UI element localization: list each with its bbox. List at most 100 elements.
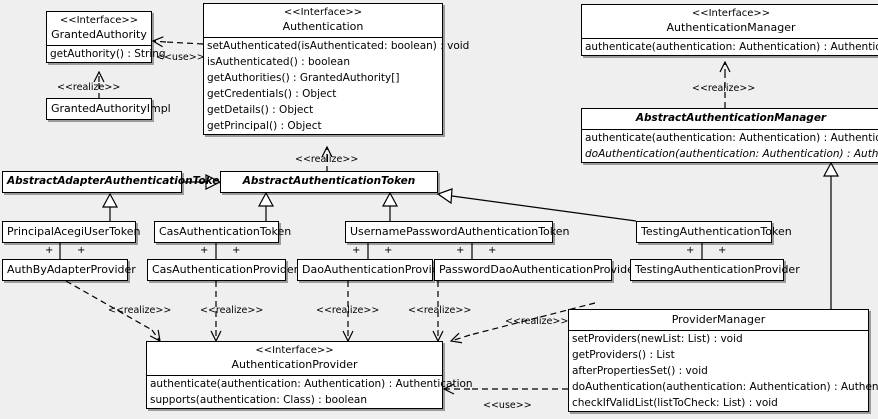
class-password-dao-authentication-provider[interactable]: PasswordDaoAuthenticationProvider	[434, 259, 639, 281]
class-testing-authentication-provider[interactable]: TestingAuthenticationProvider	[630, 259, 800, 281]
class-name: PasswordDaoAuthenticationProvider	[439, 263, 639, 276]
class-header: ProviderManager	[569, 310, 868, 330]
operation: setAuthenticated(isAuthenticated: boolea…	[207, 40, 470, 52]
class-operations: setAuthenticated(isAuthenticated: boolea…	[204, 38, 470, 134]
class-header: <<Interface>> AuthenticationProvider	[147, 342, 442, 375]
class-name: ProviderManager	[671, 313, 766, 326]
operation: supports(authentication: Class) : boolea…	[150, 394, 367, 406]
edge-label-use-authentication-granted-authority: <<use>>	[156, 52, 205, 63]
class-stereotype: <<Interface>>	[255, 345, 334, 356]
class-granted-authority-impl[interactable]: GrantedAuthorityImpl	[46, 98, 171, 120]
edge-label-realize-abstract-authentication-manager: <<realize>>	[692, 83, 756, 94]
operation: getPrincipal() : Object	[207, 120, 322, 132]
class-divider	[204, 37, 442, 38]
class-header: PasswordDaoAuthenticationProvider	[435, 260, 639, 280]
class-header: <<Interface>> Authentication	[204, 4, 442, 37]
class-name: GrantedAuthority	[51, 28, 147, 41]
assoc-marker-principal-token-left: +	[45, 245, 54, 256]
class-stereotype: <<Interface>>	[283, 7, 363, 18]
operation: authenticate(authentication: Authenticat…	[150, 378, 473, 390]
edge-generalization-principal-acegi-user-token	[101, 192, 119, 221]
class-name: AbstractAdapterAuthenticationToken	[7, 175, 227, 187]
edge-label-realize-provider-manager: <<realize>>	[505, 316, 569, 327]
class-divider	[569, 330, 868, 331]
edge-generalization-username-password-authentication-token	[381, 191, 399, 221]
class-name: AbstractAuthenticationManager	[635, 112, 827, 124]
operation: authenticate(authentication: Authenticat…	[585, 41, 878, 53]
class-operations: authenticate(authentication: Authenticat…	[147, 376, 473, 408]
class-abstract-adapter-authentication-token[interactable]: AbstractAdapterAuthenticationToken	[2, 171, 227, 193]
class-header: GrantedAuthorityImpl	[47, 99, 171, 119]
assoc-marker-username-token-c: +	[456, 245, 465, 256]
assoc-marker-testing-token-right: +	[718, 245, 727, 256]
class-operations: authenticate(authentication: Authenticat…	[582, 130, 878, 162]
edge-generalization-cas-authentication-token	[257, 191, 275, 221]
class-name: TestingAuthenticationToken	[641, 225, 792, 238]
class-name: AuthByAdapterProvider	[7, 263, 136, 276]
assoc-marker-cas-token-left: +	[200, 245, 209, 256]
class-abstract-authentication-manager[interactable]: AbstractAuthenticationManager authentica…	[581, 108, 878, 163]
operation: getCredentials() : Object	[207, 88, 337, 100]
class-cas-authentication-token[interactable]: CasAuthenticationToken	[154, 221, 292, 243]
operation: getAuthority() : String	[50, 48, 166, 60]
class-header: <<Interface>> AuthenticationManager	[582, 5, 878, 38]
operation: doAuthentication(authentication: Authent…	[585, 148, 878, 160]
edge-use-authentication-granted-authority	[153, 41, 204, 44]
edge-label-realize-authentication: <<realize>>	[295, 154, 359, 165]
edge-label-realize-granted-authority-impl: <<realize>>	[57, 82, 121, 93]
assoc-marker-username-token-b: +	[384, 245, 393, 256]
class-name: TestingAuthenticationProvider	[635, 263, 800, 276]
class-header: AbstractAdapterAuthenticationToken	[3, 172, 227, 192]
class-name: AbstractAuthenticationToken	[242, 175, 416, 187]
class-auth-by-adapter-provider[interactable]: AuthByAdapterProvider	[2, 259, 136, 281]
class-name: PrincipalAcegiUserToken	[7, 225, 141, 238]
class-header: CasAuthenticationToken	[155, 222, 292, 242]
class-stereotype: <<Interface>>	[691, 8, 771, 19]
operation: getDetails() : Object	[207, 104, 314, 116]
edge-label-realize-auth-by-adapter-provider: <<realize>>	[108, 305, 172, 316]
class-header: DaoAuthenticationProvider	[298, 260, 450, 280]
class-name: CasAuthenticationProvider	[152, 263, 299, 276]
class-divider	[147, 375, 442, 376]
class-authentication[interactable]: <<Interface>> Authentication setAuthenti…	[203, 3, 470, 135]
class-principal-acegi-user-token[interactable]: PrincipalAcegiUserToken	[2, 221, 141, 243]
class-operations: setProviders(newList: List) : void getPr…	[569, 331, 878, 411]
class-operations: authenticate(authentication: Authenticat…	[582, 39, 878, 55]
class-testing-authentication-token[interactable]: TestingAuthenticationToken	[636, 221, 792, 243]
operation: checkIfValidList(listToCheck: List) : vo…	[572, 397, 778, 409]
class-dao-authentication-provider[interactable]: DaoAuthenticationProvider	[297, 259, 450, 281]
assoc-marker-username-token-d: +	[488, 245, 497, 256]
class-name: AuthenticationManager	[666, 21, 796, 34]
class-divider	[582, 38, 878, 39]
class-abstract-authentication-token[interactable]: AbstractAuthenticationToken	[220, 171, 438, 193]
class-divider	[582, 129, 878, 130]
class-header: PrincipalAcegiUserToken	[3, 222, 141, 242]
edge-label-realize-password-dao-authentication-provider: <<realize>>	[408, 305, 472, 316]
class-divider	[47, 45, 151, 46]
class-authentication-provider[interactable]: <<Interface>> AuthenticationProvider aut…	[146, 341, 473, 409]
class-header: AuthByAdapterProvider	[3, 260, 136, 280]
operation: doAuthentication(authentication: Authent…	[572, 381, 878, 393]
operation: afterPropertiesSet() : void	[572, 365, 708, 377]
assoc-marker-username-token-a: +	[352, 245, 361, 256]
class-username-password-authentication-token[interactable]: UsernamePasswordAuthenticationToken	[345, 221, 570, 243]
edge-generalization-provider-manager-abstract-authentication-manager	[822, 161, 840, 309]
class-header: TestingAuthenticationProvider	[631, 260, 800, 280]
class-name: Authentication	[282, 20, 364, 33]
edge-label-realize-dao-authentication-provider: <<realize>>	[316, 305, 380, 316]
operation: setProviders(newList: List) : void	[572, 333, 743, 345]
edge-label-use-provider-manager: <<use>>	[483, 400, 532, 411]
class-granted-authority[interactable]: <<Interface>> GrantedAuthority getAuthor…	[46, 11, 166, 63]
edge-label-realize-cas-authentication-provider: <<realize>>	[200, 305, 264, 316]
class-stereotype: <<Interface>>	[59, 15, 139, 26]
class-operations: getAuthority() : String	[47, 46, 166, 62]
class-authentication-manager[interactable]: <<Interface>> AuthenticationManager auth…	[581, 4, 878, 56]
class-header: AbstractAuthenticationToken	[221, 172, 437, 192]
assoc-marker-principal-token-right: +	[77, 245, 86, 256]
class-name: CasAuthenticationToken	[159, 225, 292, 238]
operation: authenticate(authentication: Authenticat…	[585, 132, 878, 144]
assoc-marker-cas-token-right: +	[232, 245, 241, 256]
class-cas-authentication-provider[interactable]: CasAuthenticationProvider	[147, 259, 299, 281]
class-provider-manager[interactable]: ProviderManager setProviders(newList: Li…	[568, 309, 878, 412]
